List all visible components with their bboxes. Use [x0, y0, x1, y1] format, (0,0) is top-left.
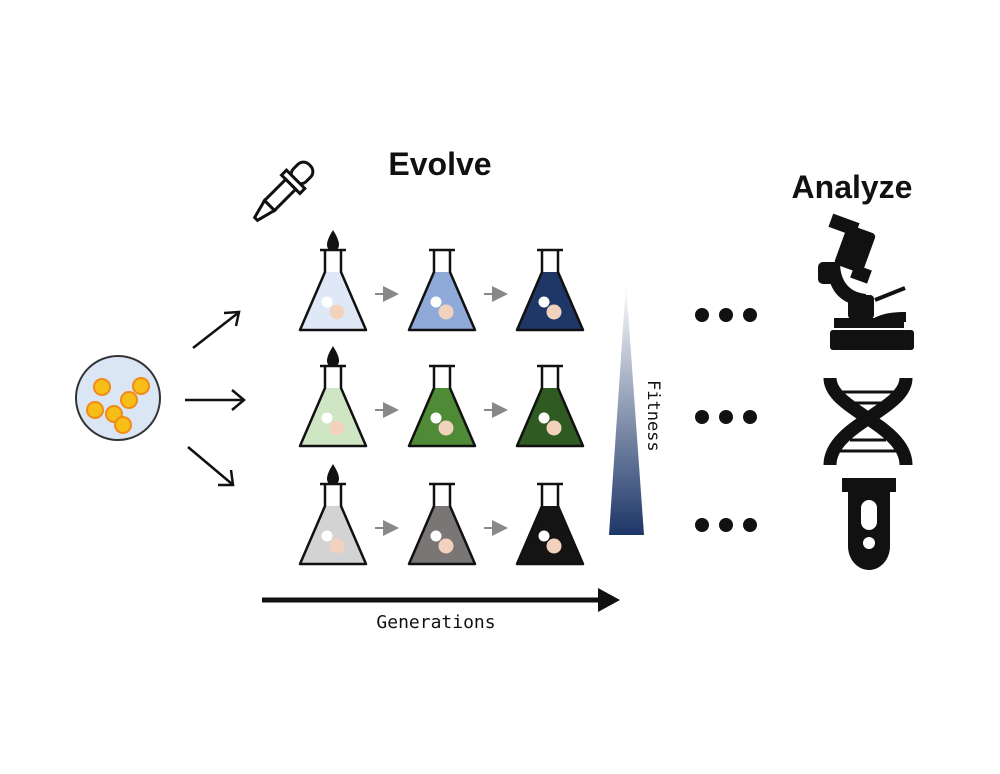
petri-dish-icon — [75, 355, 161, 441]
flask-icon — [298, 482, 368, 566]
colony — [132, 377, 150, 395]
generations-arrow — [262, 588, 620, 612]
colony — [86, 401, 104, 419]
flask-icon — [407, 248, 477, 332]
colony — [93, 378, 111, 396]
colony — [114, 416, 132, 434]
dna-icon — [823, 376, 913, 466]
flask-icon — [407, 482, 477, 566]
flask-icon — [515, 482, 585, 566]
generations-label: Generations — [376, 612, 495, 633]
flask-icon — [515, 364, 585, 448]
branch-arrows — [185, 310, 246, 487]
droplet-icon — [327, 230, 339, 251]
ellipsis-icon — [695, 518, 757, 532]
test-tube-icon — [842, 478, 896, 570]
flask-icon — [298, 364, 368, 448]
fitness-label: Fitness — [643, 380, 663, 452]
microscope-icon — [818, 213, 914, 350]
droplet-icon — [327, 464, 339, 485]
ellipsis-icon — [695, 410, 757, 424]
flask-grid — [298, 230, 585, 566]
flask-icon — [298, 248, 368, 332]
evolve-heading: Evolve — [388, 146, 491, 182]
ellipsis-icon — [695, 308, 757, 322]
flask-icon — [407, 364, 477, 448]
droplet-icon — [327, 346, 339, 367]
fitness-gradient — [609, 283, 644, 535]
flask-icon — [515, 248, 585, 332]
analyze-heading: Analyze — [792, 169, 913, 205]
colony — [120, 391, 138, 409]
pipette-icon — [252, 160, 315, 223]
